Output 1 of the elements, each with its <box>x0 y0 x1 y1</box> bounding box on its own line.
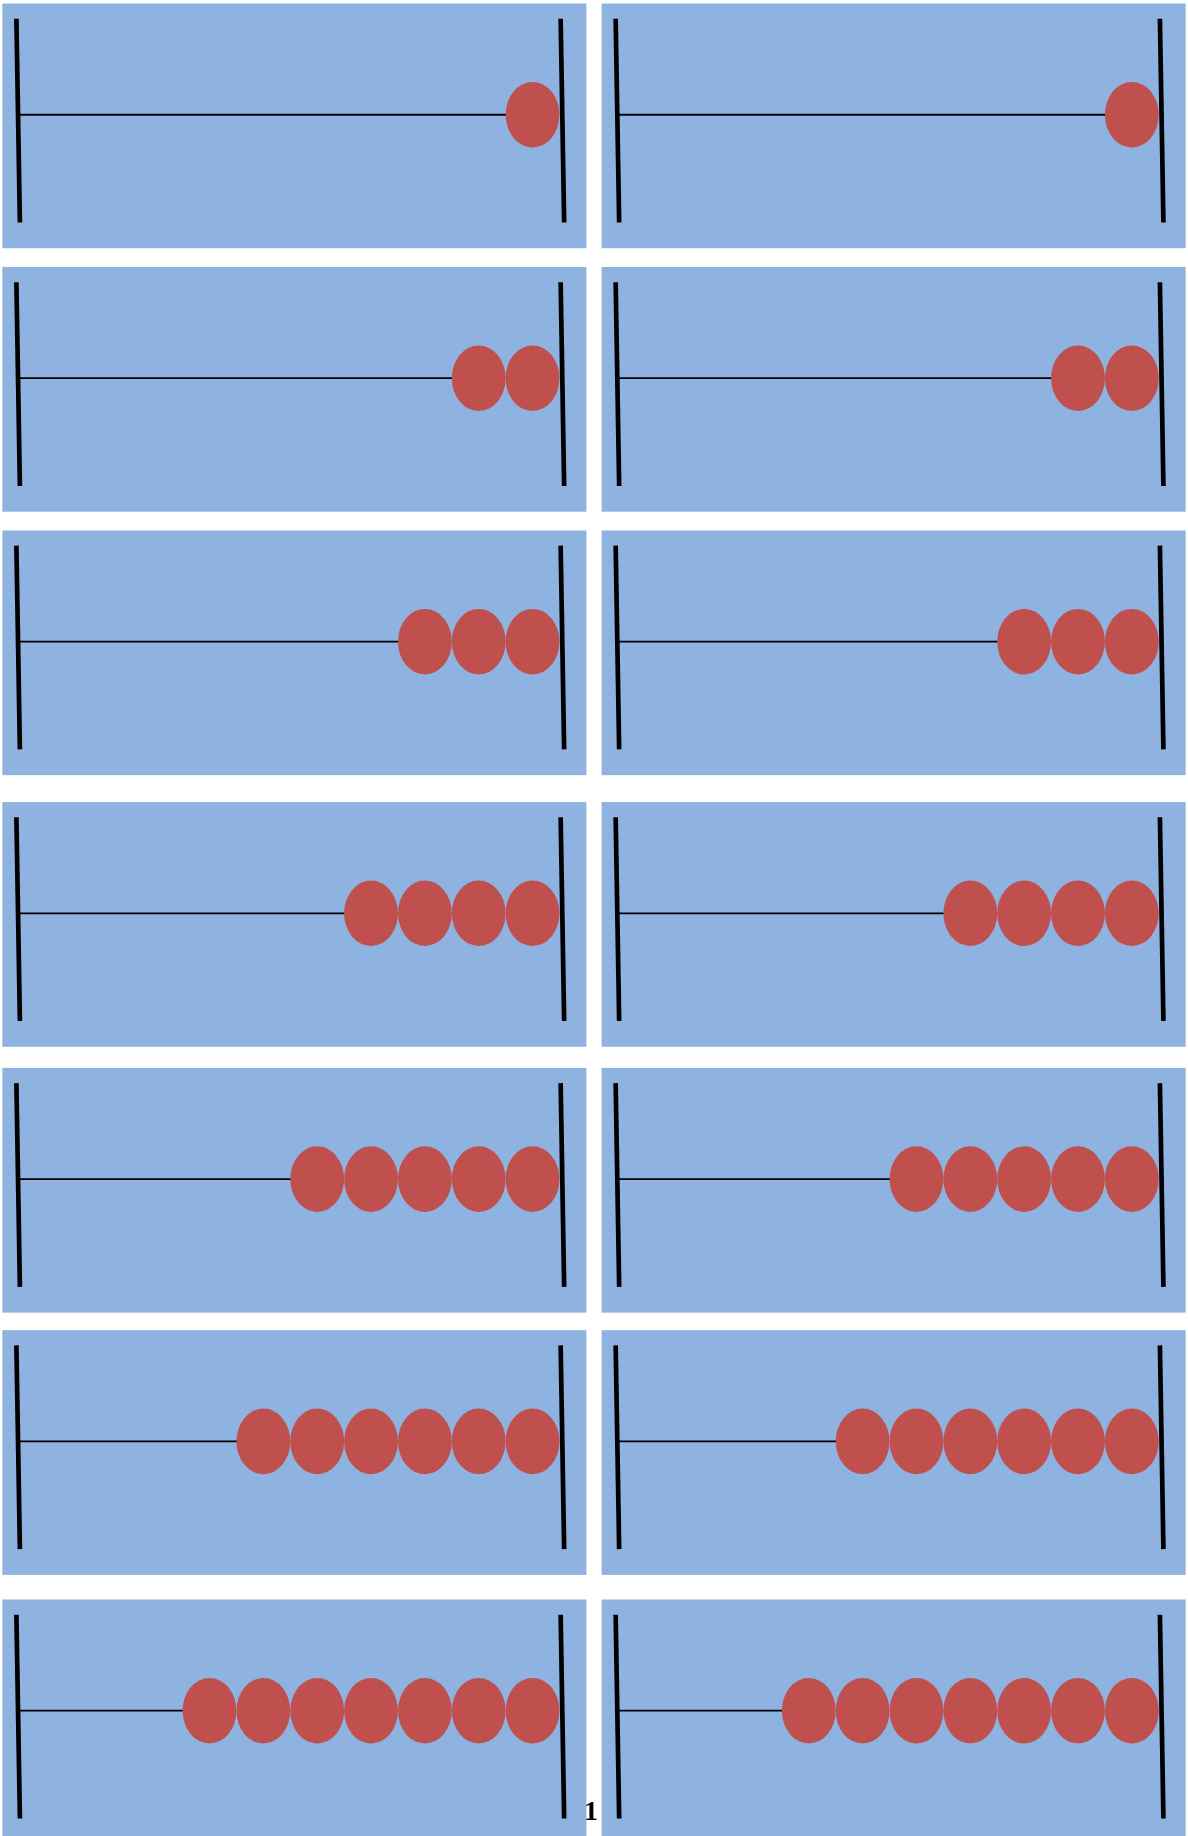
page-number: 1 <box>584 1797 598 1825</box>
